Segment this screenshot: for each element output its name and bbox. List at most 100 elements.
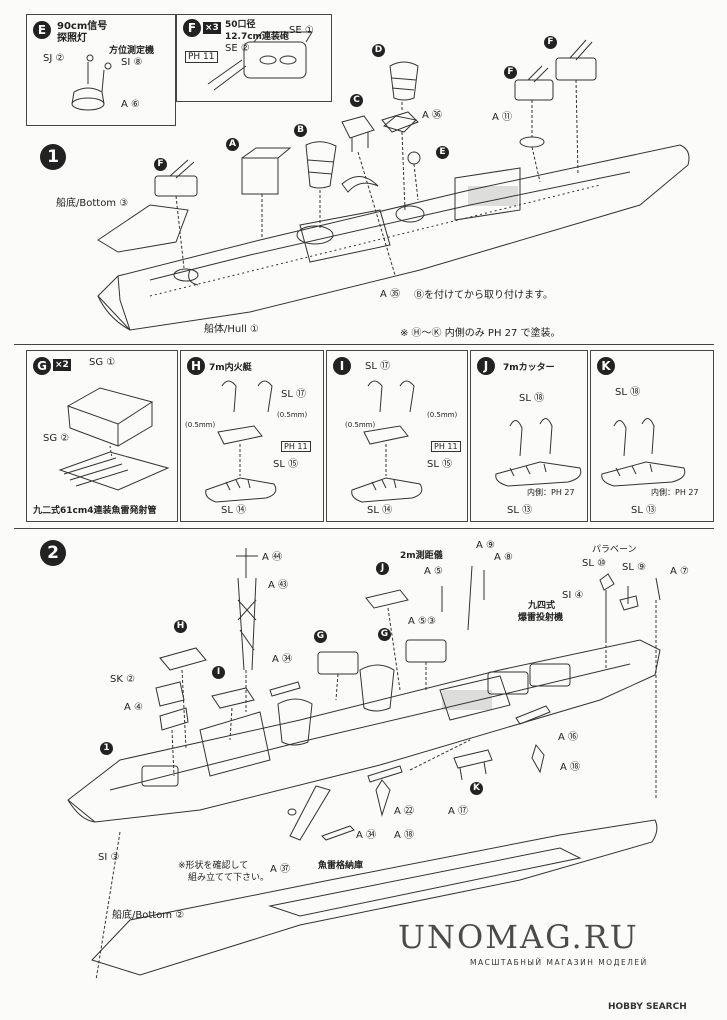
assembly-note-1: ※形状を確認して	[178, 861, 249, 871]
step1-part-a: A	[226, 138, 239, 151]
multiplier-f: ×3	[203, 22, 221, 34]
dim-i-right: (0.5mm)	[427, 411, 458, 419]
hobby-search-credit: HOBBY SEARCH	[608, 1002, 687, 1012]
hull-1-label: 船体/Hull ①	[204, 324, 259, 335]
part-sl15-i: SL ⑮	[427, 459, 453, 470]
panel-h-title: 7m内火艇	[209, 363, 252, 373]
part-a7: A ⑦	[670, 566, 689, 577]
badge-j: J	[477, 357, 495, 375]
panel-h: H 7m内火艇 SL ⑰ (0.5mm) (0.5mm) PH 11 SL ⑮ …	[180, 350, 324, 522]
badge-k: K	[597, 357, 615, 375]
part-sl13-k: SL ⑬	[631, 505, 657, 516]
dim-h-left: (0.5mm)	[185, 421, 216, 429]
badge-f: F	[183, 19, 201, 37]
a35-note: Ⓑを付けてから取り付けます。	[414, 290, 553, 301]
part-sl14-h: SL ⑭	[221, 505, 247, 516]
part-sl15-h: SL ⑮	[273, 459, 299, 470]
bottom-3-label: 船底/Bottom ③	[56, 198, 129, 209]
panel-e-title-1: 90cm信号	[57, 21, 108, 32]
step2-part-k: K	[470, 782, 483, 795]
assembly-note-2: 組み立てて下さい。	[188, 873, 270, 883]
part-sl9: SL ⑨	[622, 562, 647, 573]
part-sl10: SL ⑩	[582, 558, 607, 569]
step1-part-f-right: F	[544, 36, 557, 49]
step2-part-i: I	[212, 666, 225, 679]
divider-2	[14, 528, 714, 529]
part-se2: SE ②	[225, 43, 250, 54]
step2-part-g-left: G	[314, 630, 327, 643]
part-sl18-k: SL ⑱	[615, 387, 641, 398]
rangefinder-label: 2m測距儀	[400, 551, 443, 561]
inner-paint-j: 内側：PH 27	[527, 488, 575, 497]
panel-j: J 7mカッター SL ⑱ 内側：PH 27 SL ⑬	[470, 350, 588, 522]
paint-ph11-h: PH 11	[281, 441, 311, 452]
step2-part-j: J	[376, 562, 389, 575]
step2-hull-ref: 1	[100, 742, 113, 755]
part-sl17-i: SL ⑰	[365, 361, 391, 372]
part-a36: A ㊱	[422, 110, 443, 121]
part-a8: A ⑧	[494, 552, 513, 563]
bottom-2-label: 船底/Bottom ②	[112, 910, 185, 921]
panel-f-title-1: 50口径	[225, 20, 256, 30]
step1-part-f-left: F	[154, 158, 167, 171]
part-sl17-h: SL ⑰	[281, 389, 307, 400]
panel-f-title-2: 12.7cm連装砲	[225, 32, 289, 42]
step2-part-g-right: G	[378, 628, 391, 641]
divider-1	[14, 344, 714, 345]
paint-ph11-f: PH 11	[185, 51, 218, 63]
inner-paint-k: 内側：PH 27	[651, 488, 699, 497]
part-a4: A ④	[124, 702, 143, 713]
torpedo-storage-label: 魚雷格納庫	[318, 861, 364, 871]
badge-i: I	[333, 357, 351, 375]
part-sg2: SG ②	[43, 433, 70, 444]
panel-e: E 90cm信号 探照灯 方位測定機 SJ ② SI ⑧ A ⑥	[26, 14, 176, 126]
part-sl14-i: SL ⑭	[367, 505, 393, 516]
step2-part-h: H	[174, 620, 187, 633]
part-sj2: SJ ②	[43, 53, 65, 64]
part-si3: SI ③	[98, 852, 120, 863]
part-si8: SI ⑧	[121, 57, 143, 68]
step1-part-d: D	[372, 44, 385, 57]
step1-part-b: B	[294, 124, 307, 137]
watermark-sub: МАСШТАБНЫЙ МАГАЗИН МОДЕЛЕЙ	[470, 958, 648, 967]
paint-ph11-i: PH 11	[431, 441, 461, 452]
part-a53: A ⑤③	[408, 616, 436, 627]
part-a6: A ⑥	[121, 99, 140, 110]
panel-i: I SL ⑰ (0.5mm) (0.5mm) PH 11 SL ⑮ SL ⑭	[326, 350, 468, 522]
depth-charge-label-1: 九四式	[528, 601, 556, 611]
panel-f: F ×3 50口径 12.7cm連装砲 SE ① SE ② PH 11	[176, 14, 332, 102]
paint-note: ※ Ⓗ～Ⓚ 内側のみ PH 27 で塗装。	[400, 328, 561, 339]
watermark-main: UNOMAG.RU	[398, 918, 639, 956]
panel-g-caption: 九二式61cm4連装魚雷発射管	[33, 506, 157, 516]
part-sl18-j: SL ⑱	[519, 393, 545, 404]
panel-e-title-2: 探照灯	[57, 33, 87, 44]
dim-h-right: (0.5mm)	[277, 411, 308, 419]
part-a37: A ㊲	[270, 864, 291, 875]
part-sg1: SG ①	[89, 357, 116, 368]
badge-e: E	[33, 21, 51, 39]
part-sl13-j: SL ⑬	[507, 505, 533, 516]
step-2-badge: 2	[40, 540, 66, 566]
panel-j-title: 7mカッター	[503, 363, 555, 373]
part-a16: A ⑯	[558, 732, 579, 743]
step1-part-e: E	[436, 146, 449, 159]
part-a34b: A ㉞	[356, 830, 377, 841]
part-a11: A ⑪	[492, 112, 513, 123]
part-a44: A ㊹	[262, 552, 283, 563]
part-a17: A ⑰	[448, 806, 469, 817]
part-a18: A ⑱	[560, 762, 581, 773]
panel-g: G ×2 SG ① SG ② 九二式61cm4連装魚雷発射管	[26, 350, 178, 522]
part-a9: A ⑨	[476, 540, 495, 551]
depth-charge-label-2: 爆雷投射機	[518, 613, 564, 623]
step1-part-c: C	[350, 94, 363, 107]
part-a34: A ㉞	[272, 654, 293, 665]
paravane-label: パラベーン	[592, 545, 637, 555]
part-a22: A ㉒	[394, 806, 415, 817]
part-a5: A ⑤	[424, 566, 443, 577]
part-sk2: SK ②	[110, 674, 136, 685]
part-si4: SI ④	[562, 590, 584, 601]
dim-i-left: (0.5mm)	[345, 421, 376, 429]
step1-part-f-mid: F	[504, 66, 517, 79]
part-a35: A ㉟	[380, 289, 401, 300]
